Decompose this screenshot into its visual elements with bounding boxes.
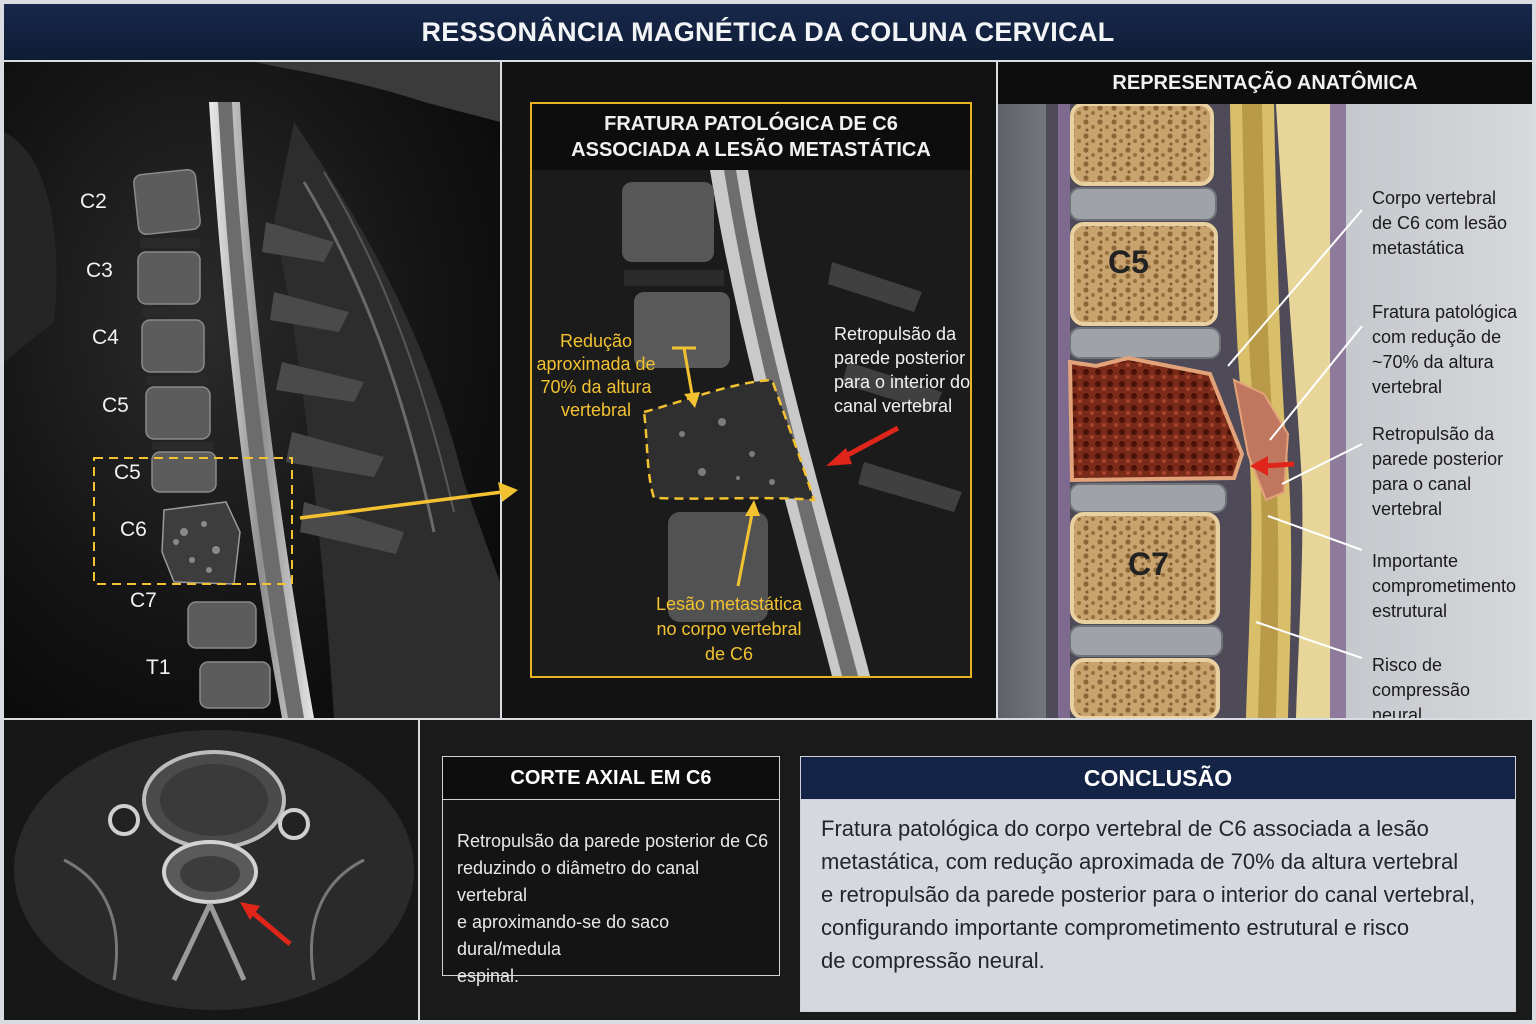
axial-text-line: e aproximando-se do saco dural/medula [457,912,670,959]
annotation-line: vertebral [1372,499,1443,519]
anatomy-panel: C5 C7 Corpo vertebral de C6 com lesão me… [998,104,1532,718]
lesion-line: de C6 [704,644,754,664]
annotation-line: Corpo vertebral [1372,188,1497,208]
axial-title: CORTE AXIAL EM C6 [442,756,780,800]
lesion-line: Lesão metastática [655,594,803,614]
vertebra-label-c5-box: C5 [114,461,141,484]
axial-title-text: CORTE AXIAL EM C6 [510,766,712,789]
height-reduction-line: Redução [559,331,633,351]
annotation-structural-compromise: Importante comprometimento estrutural [1372,549,1516,624]
annotation-neural-risk: Risco de compressão neural [1372,653,1470,718]
annotation-line: de C6 com lesão [1372,213,1508,233]
annotation-line: estrutural [1372,601,1448,621]
annotation-line: vertebral [1372,377,1443,397]
zoom-title: FRATURA PATOLÓGICA DE C6 ASSOCIADA A LES… [530,102,972,170]
axial-text-line: reduzindo o diâmetro do canal vertebral [457,858,700,905]
sagittal-mri-panel: C2 C3 C4 C5 C5 C6 C7 T1 [4,62,500,718]
conclusion-line: e retropulsão da parede posterior para o… [821,882,1476,907]
annotation-line: Importante [1372,551,1459,571]
annotation-line: metastática [1372,238,1465,258]
conclusion-line: Fratura patológica do corpo vertebral de… [821,816,1429,841]
zoom-title-line1: FRATURA PATOLÓGICA DE C6 [604,113,898,135]
axial-mri-panel [4,720,418,1020]
axial-mri-image [4,720,418,1020]
annotation-line: parede posterior [1372,449,1504,469]
zoom-panel [502,62,996,718]
annotation-line: Risco de [1372,655,1443,675]
retropulsion-line: parede posterior [834,348,966,368]
annotation-line: neural [1372,705,1423,718]
retropulsion-line: canal vertebral [834,396,953,416]
lesion-line: no corpo vertebral [656,619,802,639]
vertebra-label-c4: C4 [92,326,119,349]
anatomy-c7-label: C7 [1128,546,1169,582]
annotation-line: ~70% da altura [1372,352,1494,372]
zoom-mri-image [502,62,996,718]
anatomy-illustration [1046,104,1363,718]
annotation-line: compressão [1372,680,1471,700]
annotation-line: Fratura patológica [1372,302,1518,322]
conclusion-line: de compressão neural. [821,948,1045,973]
vertebra-label-t1: T1 [146,656,171,679]
height-reduction-line: 70% da altura [540,377,652,397]
annotation-line: com redução de [1372,327,1502,347]
retropulsion-line: Retropulsão da [834,324,957,344]
page-title: RESSONÂNCIA MAGNÉTICA DA COLUNA CERVICAL [4,4,1532,60]
vertebra-label-c7: C7 [130,589,157,612]
page-title-text: RESSONÂNCIA MAGNÉTICA DA COLUNA CERVICAL [421,16,1115,47]
lesion-label: Lesão metastática no corpo vertebral de … [638,592,820,667]
height-reduction-line: aproximada de [536,354,656,374]
axial-description: Retropulsão da parede posterior de C6 re… [442,800,780,986]
annotation-retropulsion: Retropulsão da parede posterior para o c… [1372,422,1503,522]
annotation-metastatic-body: Corpo vertebral de C6 com lesão metastát… [1372,186,1507,261]
height-reduction-label: Redução aproximada de 70% da altura vert… [534,330,658,422]
retropulsion-line: para o interior do [834,372,971,392]
annotation-line: para o canal [1372,474,1472,494]
vertebra-label-c3: C3 [86,259,113,282]
anatomy-title: REPRESENTAÇÃO ANATÔMICA [998,62,1532,104]
anatomy-c5-label: C5 [1108,244,1149,280]
conclusion-title: CONCLUSÃO [800,756,1516,800]
vertebra-label-c5: C5 [102,394,129,417]
anatomy-title-text: REPRESENTAÇÃO ANATÔMICA [1112,71,1418,94]
conclusion-title-text: CONCLUSÃO [1083,764,1233,791]
zoom-title-line2: ASSOCIADA A LESÃO METASTÁTICA [571,139,931,161]
axial-text-line: espinal. [457,966,520,986]
annotation-line: Retropulsão da [1372,424,1495,444]
vertebra-label-c6: C6 [120,518,147,541]
conclusion-text: Fratura patológica do corpo vertebral de… [800,800,1516,1012]
vertebra-label-c2: C2 [80,190,107,213]
axial-text-line: Retropulsão da parede posterior de C6 [457,831,769,851]
sagittal-mri-image [4,62,500,718]
retropulsion-label: Retropulsão da parede posterior para o i… [834,322,980,418]
conclusion-line: metastática, com redução aproximada de 7… [821,849,1459,874]
height-reduction-line: vertebral [560,400,632,420]
annotation-pathologic-fracture: Fratura patológica com redução de ~70% d… [1372,300,1517,400]
annotation-line: comprometimento [1372,576,1517,596]
connector-arrow [299,482,518,520]
conclusion-line: configurando importante comprometimento … [821,915,1410,940]
